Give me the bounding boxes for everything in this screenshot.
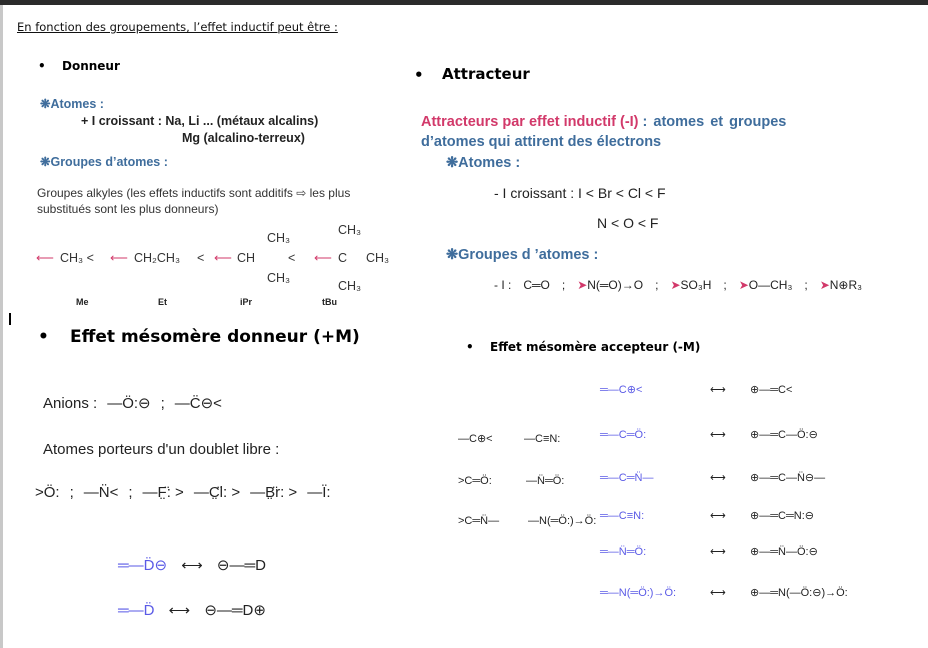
formula-ipr-ch3-top: CH₃ [267, 231, 291, 245]
donneur-line1: + I croissant : Na, Li ... (métaux alcal… [81, 114, 319, 128]
acceptor-resonance-row: ═—C═Ö:⟷⊕—═C—Ö:⊖ [600, 429, 818, 441]
formula-tbu-ch3-top: CH₃ [338, 223, 362, 237]
acceptor-resonance-row: ═—C⊕<⟷⊕—═C< [600, 384, 793, 396]
acceptor-group: —C⊕< [458, 433, 493, 445]
text-cursor [9, 313, 11, 325]
group-so3h: ➤SO₃H [670, 278, 712, 292]
attracteur-definition: Attracteurs par effet inductif (-I) : at… [421, 115, 786, 130]
resonance-left: ═—D̈⊖ [118, 557, 168, 574]
separator: ; [804, 278, 808, 292]
attracteur-definition-line2: d’atomes qui attirent des électrons [421, 134, 662, 150]
definition-rest: : atomes et groupes [642, 114, 787, 130]
formula-et: CH₂CH₃ [134, 251, 181, 265]
label-et: Et [158, 297, 167, 307]
formula-ipr-ch3-bottom: CH₃ [267, 271, 291, 285]
formula-me: CH₃ < [60, 251, 94, 265]
separator: ; [723, 278, 727, 292]
separator: ; [128, 484, 133, 501]
group-ammonium: ➤N⊕R₃ [819, 278, 863, 292]
resonance-right: ⊖—═D [216, 557, 266, 574]
attracteur-croissant: - I croissant : I < Br < Cl < F [494, 185, 666, 201]
doublet-fluorine: —F̤̈: > [142, 484, 184, 501]
attracteur-atomes-label: ❋Atomes : [446, 155, 521, 171]
label-me: Me [76, 297, 89, 307]
doublet-iodine: —Ï: [307, 484, 331, 501]
label-tbu: tBu [322, 297, 337, 307]
donneur-line2: Mg (alcalino-terreux) [182, 131, 305, 145]
resonance-arrow-icon: ⟷ [710, 546, 726, 558]
bullet: • [38, 59, 46, 73]
resonance-arrow-icon: ⟷ [710, 587, 726, 599]
groups-prefix: - I : [494, 278, 512, 292]
acceptor-group: >C═N̈— [458, 515, 500, 527]
attracteur-order2: N < O < F [597, 215, 659, 231]
mesomere-accepteur-title: Effet mésomère accepteur (-M) [490, 340, 701, 354]
separator: ; [160, 395, 165, 412]
anion-carbon: —C̈⊖< [174, 395, 222, 412]
acceptor-resonance-row: ═—C≡N:⟷⊕—═C═N:⊖ [600, 510, 814, 522]
bullet: • [38, 327, 49, 347]
resonance-arrow-icon: ⟷ [710, 429, 726, 441]
donneur-atomes-label: ❋Atomes : [40, 97, 104, 111]
separator: ; [69, 484, 74, 501]
resonance-arrow-icon: ⟷ [710, 472, 726, 484]
anion-oxygen: —Ö:⊖ [107, 395, 151, 412]
anions-label: Anions : [43, 395, 98, 412]
acceptor-resonance-row: ═—N̈═Ö:⟷⊕—═N̈—Ö:⊖ [600, 546, 818, 558]
donneur-resonance-row: ═—D̈⊖ ⟷ ⊖—═D [118, 558, 266, 573]
formula-tbu-ch3-right: CH₃ [366, 251, 390, 265]
donneur-groupes-label: ❋Groupes d’atomes : [40, 155, 168, 169]
definition-highlight: Attracteurs par effet inductif (-I) [421, 114, 639, 130]
bullet: • [414, 66, 424, 84]
doublet-row: >Ö: ; —N̈< ; —F̤̈: > —C̤̈l: > —B̤̈r: > —… [35, 485, 331, 500]
doublet-label: Atomes porteurs d'un doublet libre : [43, 441, 280, 458]
anions-row: Anions : —Ö:⊖ ; —C̈⊖< [43, 396, 222, 411]
resonance-arrow-icon: ⟷ [710, 510, 726, 522]
attracteur-groupes-label: ❋Groupes d ’atomes : [446, 247, 599, 263]
group-nitro: ➤N(═O)→O [577, 278, 644, 292]
attracteur-title: Attracteur [442, 65, 530, 83]
resonance-arrow-icon: ⟷ [710, 384, 726, 396]
donneur-resonance-row: ═—D̈ ⟷ ⊖—═D⊕ [118, 603, 266, 618]
acceptor-group: —C≡N: [524, 433, 561, 445]
donneur-desc-2: substitués sont les plus donneurs) [37, 202, 219, 216]
resonance-arrow-icon: ⟷ [168, 602, 191, 619]
inductive-arrow-icon: ⟵ [214, 251, 232, 265]
inductive-arrow-icon: ⟵ [314, 251, 332, 265]
inductive-arrow-icon: ⟵ [36, 251, 54, 265]
acceptor-resonance-row: ═—N(═Ö:)→Ö:⟷⊕—═N(—Ö:⊖)→Ö: [600, 587, 848, 599]
donneur-desc-1: Groupes alkyles (les effets inductifs so… [37, 186, 351, 200]
formula-tbu-ch3-bottom: CH₃ [338, 279, 362, 293]
formula-tbu-c: C [338, 251, 348, 265]
acceptor-group: —N(═Ö:)→Ö: [528, 515, 597, 527]
doublet-nitrogen: —N̈< [83, 484, 119, 501]
less-than: < [197, 251, 205, 265]
group-carbonyl: C═O [523, 278, 550, 292]
separator: ; [561, 278, 566, 292]
doublet-bromine: —B̤̈r: > [250, 484, 298, 501]
donneur-title: Donneur [62, 59, 120, 73]
inductive-arrow-icon: ⟵ [110, 251, 128, 265]
attracteur-groups-row: - I : C═O ; ➤N(═O)→O ; ➤SO₃H ; ➤O—CH₃ ; … [494, 279, 862, 291]
formula-ipr-ch: CH [237, 251, 256, 265]
window-top-bar [0, 0, 928, 5]
less-than: < [288, 251, 296, 265]
mesomere-donneur-title: Effet mésomère donneur (+M) [70, 327, 360, 347]
acceptor-group: >C═Ö: [458, 475, 492, 487]
section-heading: En fonction des groupements, l’effet ind… [17, 20, 338, 34]
doublet-oxygen: >Ö: [35, 484, 60, 501]
label-ipr: iPr [240, 297, 253, 307]
resonance-right: ⊖—═D⊕ [204, 602, 266, 619]
bullet: • [466, 340, 474, 354]
page-left-border [0, 5, 3, 648]
separator: ; [655, 278, 659, 292]
resonance-left: ═—D̈ [118, 602, 155, 619]
acceptor-group: —N̈═Ö: [526, 475, 565, 487]
group-methoxy: ➤O—CH₃ [738, 278, 793, 292]
doublet-chlorine: —C̤̈l: > [193, 484, 241, 501]
resonance-arrow-icon: ⟷ [181, 557, 203, 574]
acceptor-resonance-row: ═—C═N̈—⟷⊕—═C—N̈⊖— [600, 472, 826, 484]
